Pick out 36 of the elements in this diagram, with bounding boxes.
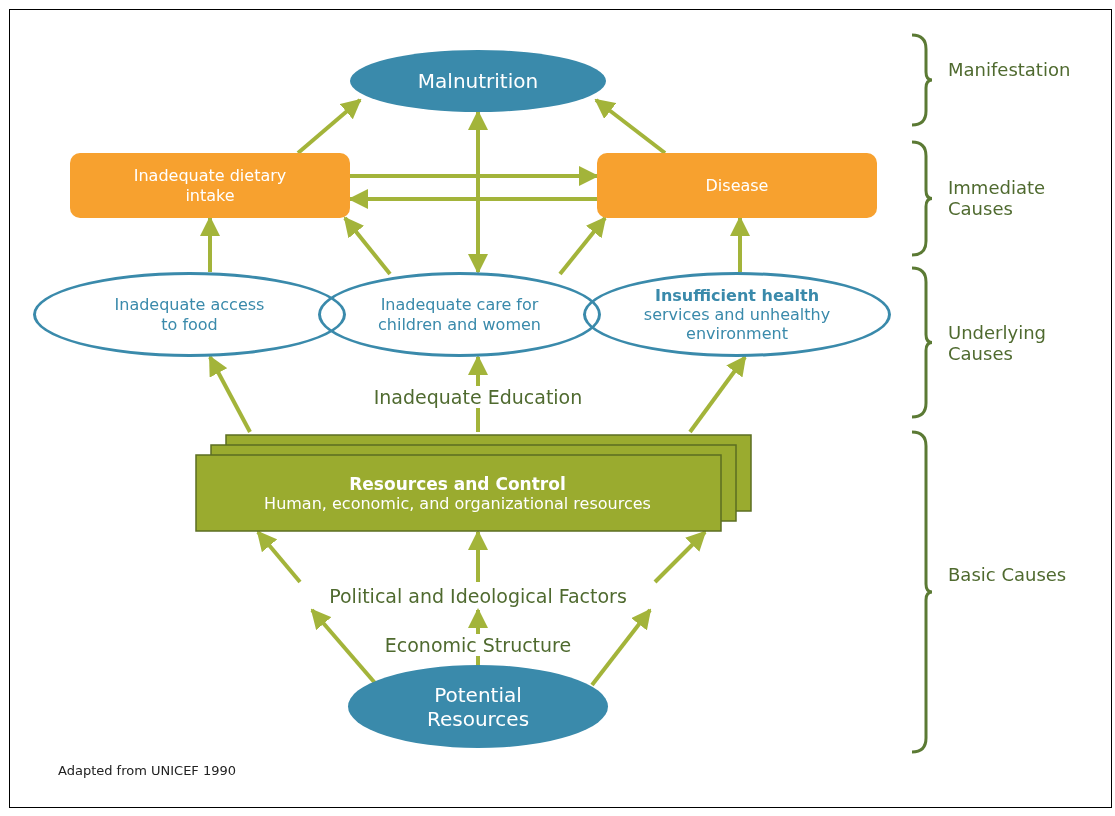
process-box xyxy=(597,153,877,218)
arrow xyxy=(590,608,652,687)
factor-text: Political and Ideological Factors xyxy=(297,582,659,610)
node-text: Inadequate care for children and women xyxy=(377,295,542,334)
process-box xyxy=(70,153,350,218)
arrow xyxy=(653,530,707,584)
arrow xyxy=(688,355,747,434)
node-text: Inadequate dietary intake xyxy=(132,166,288,205)
ellipse-node xyxy=(318,272,601,357)
arrow xyxy=(348,189,597,209)
arrow xyxy=(200,216,220,272)
arrow xyxy=(296,98,362,155)
arrow xyxy=(310,608,377,685)
level-label: Basic Causes xyxy=(948,565,1068,586)
node-text: Potential Resources xyxy=(425,682,531,731)
arrow xyxy=(468,530,488,582)
source-note: Adapted from UNICEF 1990 xyxy=(58,763,237,778)
node-text: Inadequate access to food xyxy=(113,295,266,334)
ellipse-node xyxy=(583,272,891,357)
arrow xyxy=(594,98,667,155)
arrow xyxy=(558,216,607,276)
level-label: Immediate Causes xyxy=(948,178,1047,220)
box-text: Human, economic, and organizational resources xyxy=(264,494,651,514)
arrow xyxy=(730,216,750,272)
ellipse-node xyxy=(33,272,346,357)
node-text: Disease xyxy=(705,175,769,196)
node-text: Malnutrition xyxy=(417,69,539,93)
arrow xyxy=(468,110,488,274)
box-heading: Resources and Control xyxy=(349,473,566,495)
arrow xyxy=(208,355,252,433)
arrow xyxy=(350,166,599,186)
level-label: Manifestation xyxy=(948,60,1072,81)
arrow xyxy=(256,530,302,584)
arrow xyxy=(343,216,392,276)
node-text: Insufficient health services and unhealthy environment xyxy=(642,285,832,344)
level-label: Underlying Causes xyxy=(948,323,1047,365)
